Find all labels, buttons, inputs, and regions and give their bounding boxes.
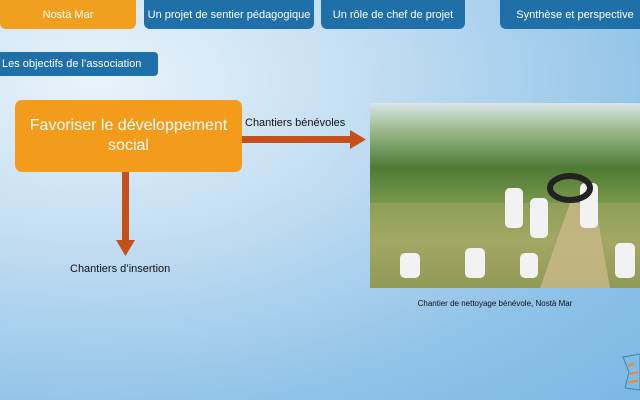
volunteer-photo [370, 103, 640, 288]
photo-caption: Chantier de nettoyage bénévole, Nostà Ma… [417, 299, 573, 308]
nosta-mar-logo [622, 353, 640, 391]
tab-synthese[interactable]: Synthèse et perspective [500, 0, 640, 29]
objectifs-button[interactable]: Les objectifs de l’association [0, 52, 158, 76]
arrow-right-icon [242, 130, 366, 149]
tab-chef-de-projet[interactable]: Un rôle de chef de projet [321, 0, 465, 29]
chantiers-insertion-label: Chantiers d’insertion [70, 263, 171, 275]
objective-box: Favoriser le développement social [15, 100, 242, 172]
chantiers-benevoles-label: Chantiers bénévoles [245, 117, 346, 129]
tab-nosta-mar[interactable]: Nostà Mar [0, 0, 136, 29]
tab-sentier-pedagogique[interactable]: Un projet de sentier pédagogique [144, 0, 314, 29]
arrow-down-icon [116, 172, 135, 256]
